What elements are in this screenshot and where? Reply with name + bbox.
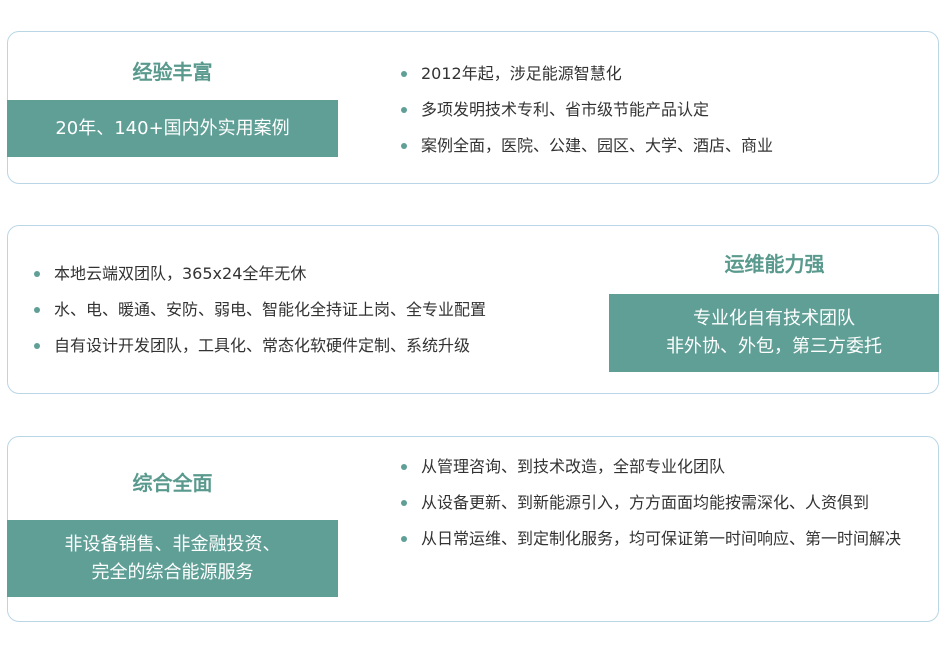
list-item: 从日常运维、到定制化服务，均可保证第一时间响应、第一时间解决 xyxy=(397,527,912,551)
highlight-text: 专业化自有技术团队 xyxy=(693,308,855,329)
bullet-list: 从管理咨询、到技术改造，全部专业化团队 从设备更新、到新能源引入，方方面面均能按… xyxy=(397,455,912,563)
highlight-text: 非设备销售、非金融投资、 xyxy=(64,533,281,555)
highlight-text: 完全的综合能源服务 xyxy=(91,561,254,583)
list-item: 从设备更新、到新能源引入，方方面面均能按需深化、人资俱到 xyxy=(397,491,912,515)
highlight-box: 专业化自有技术团队 非外协、外包，第三方委托 xyxy=(609,294,939,372)
list-item: 自有设计开发团队，工具化、常态化软硬件定制、系统升级 xyxy=(30,334,590,358)
card-title: 经验丰富 xyxy=(132,60,213,84)
list-item: 从管理咨询、到技术改造，全部专业化团队 xyxy=(397,455,912,479)
list-item: 本地云端双团队，365x24全年无休 xyxy=(30,262,590,286)
list-item: 2012年起，涉足能源智慧化 xyxy=(397,62,917,86)
list-item: 多项发明技术专利、省市级节能产品认定 xyxy=(397,98,917,122)
highlight-box: 20年、140+国内外实用案例 xyxy=(7,100,338,157)
list-item: 案例全面，医院、公建、园区、大学、酒店、商业 xyxy=(397,134,917,158)
highlight-text: 非外协、外包，第三方委托 xyxy=(666,336,882,357)
highlight-text: 20年、140+国内外实用案例 xyxy=(55,117,290,139)
card-title: 运维能力强 xyxy=(724,252,825,276)
list-item: 水、电、暖通、安防、弱电、智能化全持证上岗、全专业配置 xyxy=(30,298,590,322)
bullet-list: 2012年起，涉足能源智慧化 多项发明技术专利、省市级节能产品认定 案例全面，医… xyxy=(397,62,917,170)
highlight-box: 非设备销售、非金融投资、 完全的综合能源服务 xyxy=(7,520,338,597)
bullet-list: 本地云端双团队，365x24全年无休 水、电、暖通、安防、弱电、智能化全持证上岗… xyxy=(30,262,590,370)
card-title: 综合全面 xyxy=(132,471,213,495)
